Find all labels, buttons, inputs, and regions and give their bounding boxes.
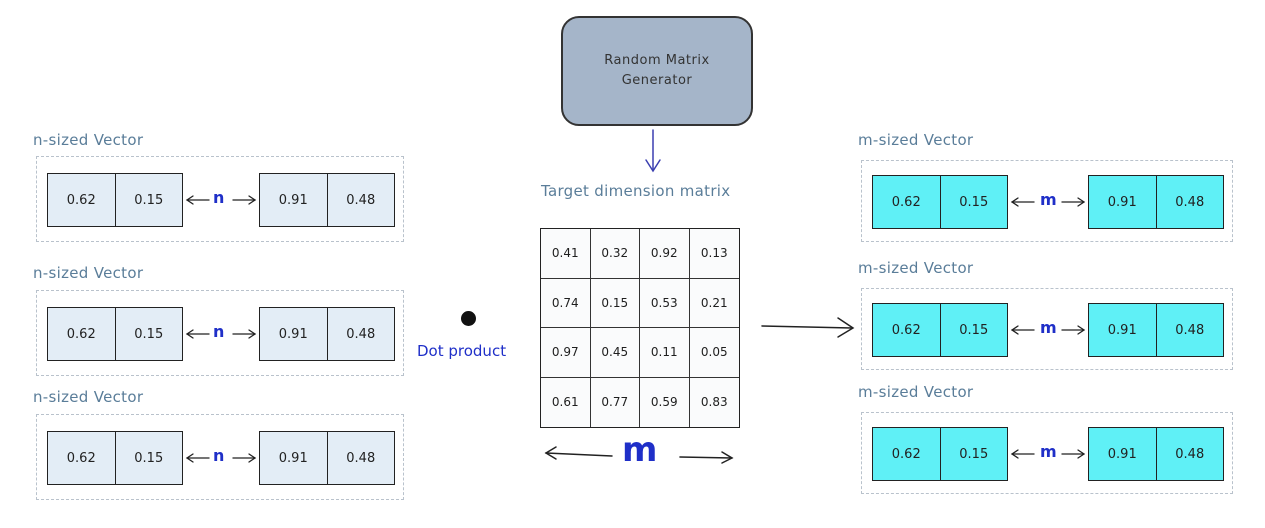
right-vector-group: 0.62 0.15 0.91 0.48 m [861, 160, 1233, 242]
left-vector-b: 0.91 0.48 [259, 307, 395, 361]
vector-cell: 0.91 [278, 192, 308, 208]
vector-cell: 0.91 [1107, 446, 1137, 462]
result-arrow [761, 317, 855, 338]
right-vector-a: 0.62 0.15 [872, 427, 1008, 481]
matrix-cell: 0.11 [640, 328, 690, 378]
matrix-cell: 0.41 [541, 229, 591, 279]
matrix-cell: 0.61 [541, 377, 591, 427]
right-vector-a: 0.62 0.15 [872, 303, 1008, 357]
right-vector-b: 0.91 0.48 [1088, 427, 1224, 481]
random-matrix-generator: Random Matrix Generator [561, 16, 753, 126]
matrix-cell: 0.15 [590, 278, 640, 328]
matrix-cell: 0.92 [640, 229, 690, 279]
left-vector-caption: n-sized Vector [33, 264, 144, 282]
vector-cell: 0.15 [114, 308, 183, 360]
vector-cell: 0.91 [278, 450, 308, 466]
left-dimension-label: n [213, 446, 225, 465]
left-vector-b: 0.91 0.48 [259, 173, 395, 227]
right-vector-b: 0.91 0.48 [1088, 175, 1224, 229]
right-vector-caption: m-sized Vector [858, 383, 974, 401]
vector-cell: 0.48 [326, 432, 395, 484]
left-vector-a: 0.62 0.15 [47, 173, 183, 227]
matrix-caption: Target dimension matrix [541, 182, 731, 200]
vector-cell: 0.48 [326, 174, 395, 226]
left-vector-caption: n-sized Vector [33, 131, 144, 149]
vector-cell: 0.91 [278, 326, 308, 342]
left-vector-group: 0.62 0.15 0.91 0.48 n [36, 290, 404, 376]
left-vector-a: 0.62 0.15 [47, 431, 183, 485]
matrix-cell: 0.83 [700, 395, 728, 410]
vector-cell: 0.62 [66, 192, 96, 208]
matrix-cell: 0.05 [689, 328, 739, 378]
vector-cell: 0.48 [1155, 176, 1224, 228]
vector-cell: 0.62 [66, 450, 96, 466]
dot-product-label: Dot product [417, 342, 507, 360]
vector-cell: 0.91 [1107, 322, 1137, 338]
dot-operator-icon [461, 311, 476, 326]
vector-cell: 0.62 [891, 446, 921, 462]
matrix-cell: 0.13 [689, 229, 739, 279]
right-dimension-label: m [1040, 190, 1057, 209]
left-vector-a: 0.62 0.15 [47, 307, 183, 361]
vector-cell: 0.62 [891, 194, 921, 210]
matrix-cell: 0.97 [541, 328, 591, 378]
matrix-width-label: m [622, 430, 658, 470]
vector-cell: 0.15 [939, 176, 1008, 228]
right-vector-group: 0.62 0.15 0.91 0.48 m [861, 412, 1233, 494]
vector-cell: 0.62 [891, 322, 921, 338]
left-vector-group: 0.62 0.15 0.91 0.48 n [36, 414, 404, 500]
matrix-cell: 0.77 [591, 377, 640, 427]
matrix-cell: 0.45 [590, 328, 640, 378]
matrix-cell: 0.74 [541, 278, 591, 328]
right-vector-b: 0.91 0.48 [1088, 303, 1224, 357]
right-dimension-label: m [1040, 442, 1057, 461]
left-vector-b: 0.91 0.48 [259, 431, 395, 485]
vector-cell: 0.15 [939, 304, 1008, 356]
right-vector-caption: m-sized Vector [858, 131, 974, 149]
left-dimension-label: n [213, 322, 225, 341]
right-vector-caption: m-sized Vector [858, 259, 974, 277]
matrix-cell: 0.21 [689, 279, 739, 328]
right-vector-a: 0.62 0.15 [872, 175, 1008, 229]
vector-cell: 0.48 [1155, 304, 1224, 356]
left-dimension-label: n [213, 188, 225, 207]
vector-cell: 0.91 [1107, 194, 1137, 210]
vector-cell: 0.15 [114, 174, 183, 226]
vector-cell: 0.15 [939, 428, 1008, 480]
right-dimension-label: m [1040, 318, 1057, 337]
right-vector-group: 0.62 0.15 0.91 0.48 m [861, 288, 1233, 370]
matrix-cell: 0.59 [640, 377, 690, 427]
vector-cell: 0.48 [326, 308, 395, 360]
matrix-cell: 0.32 [590, 229, 640, 279]
matrix-cell: 0.53 [640, 278, 690, 328]
generator-down-arrow [645, 129, 661, 173]
matrix-width-arrows [544, 446, 734, 464]
left-vector-group: 0.62 0.15 0.91 0.48 n [36, 156, 404, 242]
vector-cell: 0.15 [114, 432, 183, 484]
vector-cell: 0.62 [66, 326, 96, 342]
generator-label: Random Matrix Generator [604, 53, 710, 88]
left-vector-caption: n-sized Vector [33, 388, 144, 406]
vector-cell: 0.48 [1155, 428, 1224, 480]
